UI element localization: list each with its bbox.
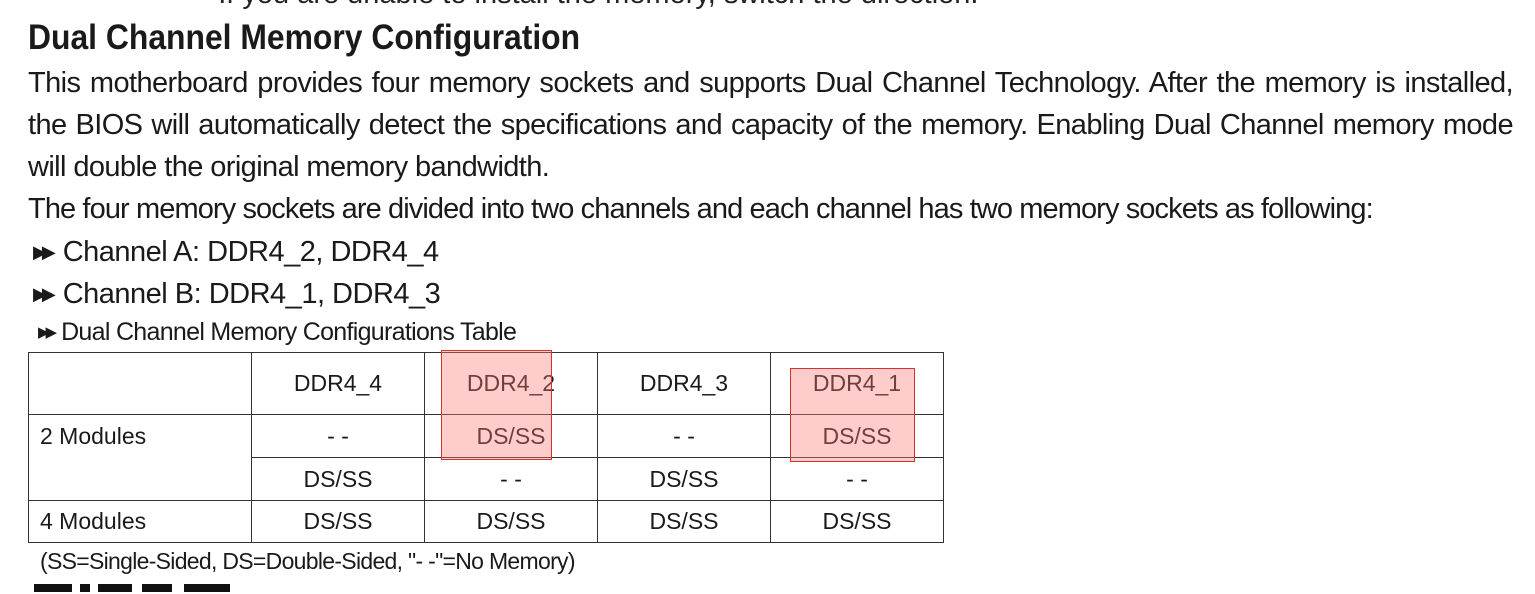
cutoff-next-heading: [34, 582, 234, 594]
header-cell-ddr4-3: DDR4_3: [597, 352, 771, 415]
channel-a-text: Channel A: DDR4_2, DDR4_4: [62, 236, 439, 268]
sockets-paragraph: The four memory sockets are divided into…: [28, 193, 1374, 225]
intro-paragraph: This motherboard provides four memory so…: [28, 67, 1514, 183]
table-cell: DS/SS: [770, 500, 944, 543]
table-cell: DS/SS: [424, 414, 598, 458]
table-legend-note: (SS=Single-Sided, DS=Double-Sided, "- -"…: [40, 548, 575, 574]
highlight-box-ddr4-2: [441, 350, 552, 460]
table-cell: DS/SS: [251, 500, 425, 543]
table-cell: - -: [597, 414, 771, 458]
table-cell: - -: [424, 457, 598, 501]
cutoff-previous-text: • If you are unable to install the memor…: [200, 0, 978, 11]
highlight-box-ddr4-1: [790, 368, 915, 462]
table-cell: - -: [770, 457, 944, 501]
table-cell: - -: [251, 414, 425, 458]
row-label-2-modules: 2 Modules: [28, 414, 252, 501]
header-cell-ddr4-1: DDR4_1: [770, 352, 944, 415]
table-row: 4 Modules DS/SS DS/SS DS/SS DS/SS: [28, 500, 944, 543]
table-cell: DS/SS: [597, 500, 771, 543]
table-cell: DS/SS: [597, 457, 771, 501]
table-row: 2 Modules - - DS/SS - - DS/SS: [28, 414, 944, 501]
double-arrow-icon: ▶▶: [33, 284, 56, 304]
header-cell-empty: [28, 352, 252, 415]
table-row: DS/SS - - DS/SS - -: [29, 457, 944, 501]
channel-b-text: Channel B: DDR4_1, DDR4_3: [62, 278, 441, 310]
row-label-4-modules: 4 Modules: [28, 500, 252, 543]
table-caption-text: Dual Channel Memory Configurations Table: [61, 318, 517, 346]
channel-b-item: ▶▶ Channel B: DDR4_1, DDR4_3: [33, 274, 441, 314]
header-cell-ddr4-4: DDR4_4: [251, 352, 425, 415]
table-caption: ▶▶Dual Channel Memory Configurations Tab…: [38, 318, 517, 347]
channel-a-item: ▶▶ Channel A: DDR4_2, DDR4_4: [33, 232, 439, 272]
double-arrow-icon: ▶▶: [33, 242, 56, 262]
section-heading: Dual Channel Memory Configuration: [28, 18, 581, 57]
table-cell: DS/SS: [424, 500, 598, 543]
table-cell: DS/SS: [251, 457, 425, 501]
double-arrow-icon: ▶▶: [38, 324, 57, 341]
memory-config-table: DDR4_4 DDR4_2 DDR4_3 DDR4_1 2 Modules - …: [28, 352, 944, 543]
